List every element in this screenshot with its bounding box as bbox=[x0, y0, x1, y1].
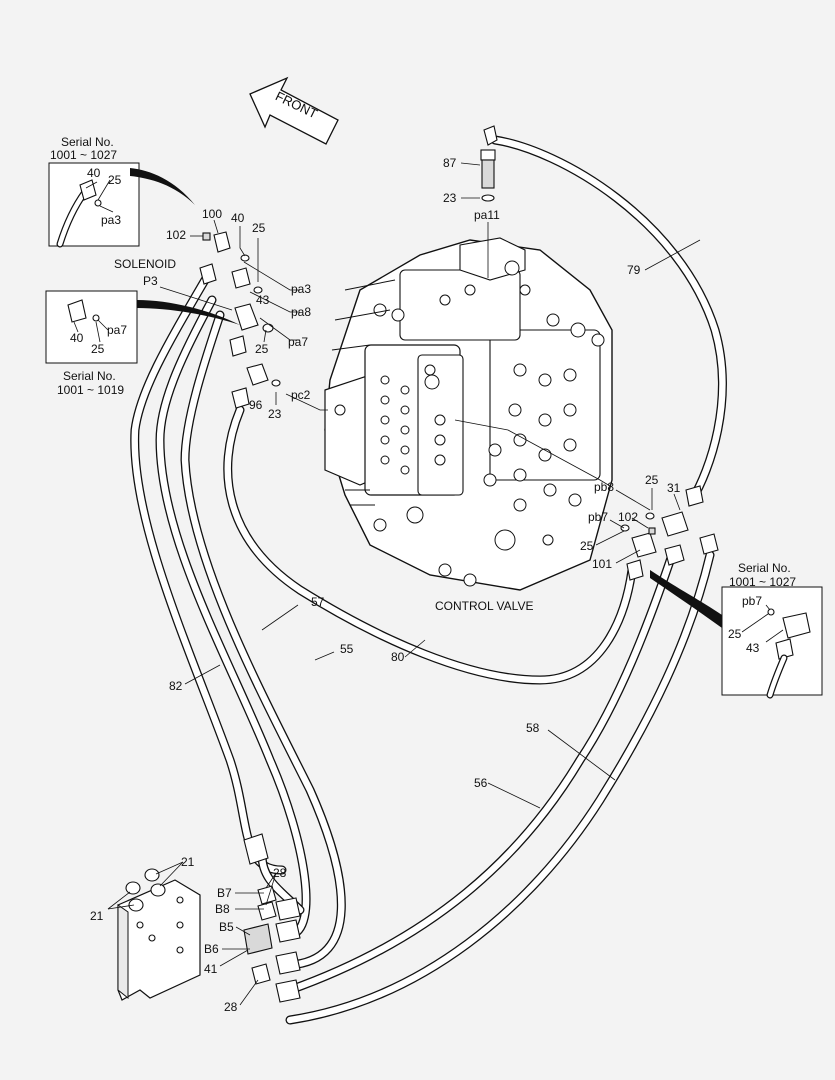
inset-pa7-part-25: 25 bbox=[91, 342, 105, 356]
solenoid-label: SOLENOID bbox=[114, 257, 176, 271]
inset-pa7-part-40: 40 bbox=[70, 331, 84, 345]
inset-pa3-serial-range: 1001 ~ 1027 bbox=[50, 148, 117, 162]
callout-31: 31 bbox=[667, 481, 681, 495]
inset-pb7-serial-label: Serial No. bbox=[738, 561, 791, 575]
leader-lines bbox=[73, 162, 784, 1006]
callout-102-right: 102 bbox=[618, 510, 638, 524]
callout-96: 96 bbox=[249, 398, 263, 412]
inset-pa7-serial-range: 1001 ~ 1019 bbox=[57, 383, 124, 397]
front-arrow: FRONT bbox=[249, 76, 339, 145]
inset-pa7-part-pa7: pa7 bbox=[107, 323, 127, 337]
inset-pa3-part-40: 40 bbox=[87, 166, 101, 180]
callout-pa8: pa8 bbox=[291, 305, 311, 319]
inset-pa3-serial-label: Serial No. bbox=[61, 135, 114, 149]
labels: CONTROL VALVE SOLENOID Serial No. 1001 ~… bbox=[50, 135, 796, 1014]
callout-100: 100 bbox=[202, 207, 222, 221]
callout-43: 43 bbox=[256, 293, 270, 307]
inset-pb7-serial-range: 1001 ~ 1027 bbox=[729, 575, 796, 589]
inset-pa3 bbox=[48, 162, 195, 248]
callout-28-top: 28 bbox=[273, 866, 287, 880]
callout-b7: B7 bbox=[217, 886, 232, 900]
callout-25-lower: 25 bbox=[580, 539, 594, 553]
inset-pb7 bbox=[650, 570, 823, 699]
callout-p3: P3 bbox=[143, 274, 158, 288]
callout-80: 80 bbox=[391, 650, 405, 664]
callout-pb7: pb7 bbox=[588, 510, 608, 524]
callout-pa11: pa11 bbox=[474, 208, 500, 222]
inset-pb7-part-25: 25 bbox=[728, 627, 742, 641]
callout-25-mid: 25 bbox=[255, 342, 269, 356]
hose-group bbox=[130, 135, 727, 1025]
callout-25-top: 25 bbox=[252, 221, 266, 235]
fitting-group bbox=[199, 125, 719, 1003]
callout-87: 87 bbox=[443, 156, 457, 170]
inset-pb7-part-pb7: pb7 bbox=[742, 594, 762, 608]
callout-b6: B6 bbox=[204, 942, 219, 956]
inset-pa7-serial-label: Serial No. bbox=[63, 369, 116, 383]
callout-101: 101 bbox=[592, 557, 612, 571]
callout-79: 79 bbox=[627, 263, 641, 277]
callout-21-top: 21 bbox=[181, 855, 195, 869]
callout-41: 41 bbox=[204, 962, 218, 976]
callout-55: 55 bbox=[340, 642, 354, 656]
inset-pa7 bbox=[45, 290, 240, 364]
callout-56: 56 bbox=[474, 776, 488, 790]
inset-pb7-part-43: 43 bbox=[746, 641, 760, 655]
callout-82: 82 bbox=[169, 679, 183, 693]
callout-21-left: 21 bbox=[90, 909, 104, 923]
callout-pb8: pb8 bbox=[594, 480, 614, 494]
control-valve-label: CONTROL VALVE bbox=[435, 599, 533, 613]
callout-40: 40 bbox=[231, 211, 245, 225]
callout-102-left: 102 bbox=[166, 228, 186, 242]
callout-pa7: pa7 bbox=[288, 335, 308, 349]
inset-pa3-part-pa3: pa3 bbox=[101, 213, 121, 227]
callout-58: 58 bbox=[526, 721, 540, 735]
callout-pc2: pc2 bbox=[291, 388, 311, 402]
callout-b5: B5 bbox=[219, 920, 234, 934]
callout-28-bottom: 28 bbox=[224, 1000, 238, 1014]
callout-23-top: 23 bbox=[443, 191, 457, 205]
bracket bbox=[117, 868, 201, 1001]
callout-57: 57 bbox=[311, 595, 325, 609]
callout-23-mid: 23 bbox=[268, 407, 282, 421]
callout-pa3: pa3 bbox=[291, 282, 311, 296]
callout-25-right: 25 bbox=[645, 473, 659, 487]
inset-pa3-part-25: 25 bbox=[108, 173, 122, 187]
callout-b8: B8 bbox=[215, 902, 230, 916]
control-valve bbox=[324, 237, 613, 591]
